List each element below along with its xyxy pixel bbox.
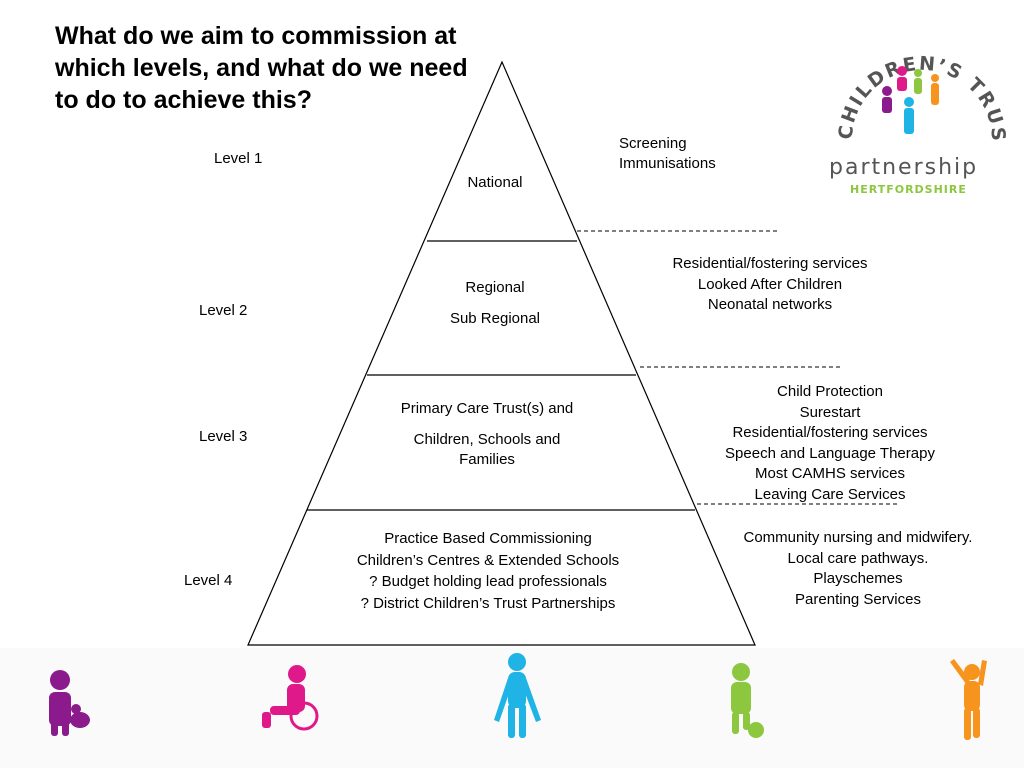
layer-regional: Regional Sub Regional <box>395 278 595 329</box>
layer-pct-line-1: Primary Care Trust(s) and <box>400 400 574 417</box>
service-item: Most CAMHS services <box>754 465 906 482</box>
slide-title: What do we aim to commission at which le… <box>55 22 468 114</box>
service-item: Leaving Care Services <box>754 485 906 503</box>
service-item: Parenting Services <box>795 590 921 608</box>
layer-sub-regional-text: Sub Regional <box>449 310 541 327</box>
service-item: Speech and Language Therapy <box>725 444 935 462</box>
services-level-4: Community nursing and midwifery. Local c… <box>723 528 993 610</box>
services-level-2: Residential/fostering services Looked Af… <box>640 254 900 316</box>
service-item: Immunisations <box>619 155 716 172</box>
services-level-3: Child Protection Surestart Residential/f… <box>700 382 960 505</box>
layer-national: National <box>467 174 523 191</box>
service-item: Looked After Children <box>697 275 843 293</box>
layer-pct: Primary Care Trust(s) and Children, Scho… <box>367 399 607 470</box>
layer-local-item: ? Budget holding lead professionals <box>369 573 607 590</box>
layer-local: Practice Based Commissioning Children’s … <box>318 528 658 614</box>
level-1-label: Level 1 <box>214 150 263 167</box>
service-item: Local care pathways. <box>787 549 929 567</box>
layer-local-item: Children’s Centres & Extended Schools <box>356 551 620 569</box>
service-item: Surestart <box>799 403 861 421</box>
service-item: Community nursing and midwifery. <box>743 529 973 546</box>
layer-pct-line-2: Children, Schools and <box>413 431 561 448</box>
service-item: Child Protection <box>777 383 883 400</box>
layer-pct-line-3: Families <box>459 451 515 468</box>
pyramid-outline <box>247 60 756 646</box>
service-item: Residential/fostering services <box>732 424 928 441</box>
service-item: Playschemes <box>813 570 903 587</box>
layer-regional-text: Regional <box>465 279 525 296</box>
layer-local-item: Practice Based Commissioning <box>384 530 592 547</box>
services-level-1: Screening Immunisations <box>619 134 716 174</box>
service-item: Screening <box>619 135 687 152</box>
service-item: Residential/fostering services <box>672 255 868 272</box>
level-2-label: Level 2 <box>199 302 248 319</box>
service-item: Neonatal networks <box>707 296 833 313</box>
level-4-label: Level 4 <box>184 572 233 589</box>
level-3-label: Level 3 <box>199 428 248 445</box>
layer-local-item: ? District Children’s Trust Partnerships <box>360 594 616 612</box>
